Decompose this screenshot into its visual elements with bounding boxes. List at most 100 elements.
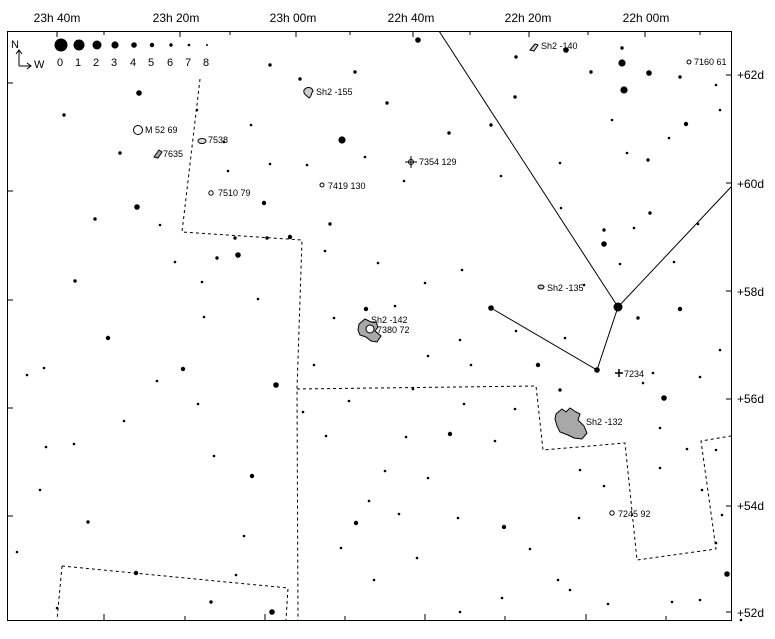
legend-num-8: 8 [203,57,209,69]
star [376,261,380,265]
star [426,476,430,480]
star-field [15,37,743,622]
star [667,136,671,140]
star [528,547,532,551]
star [328,222,332,226]
star [714,83,718,87]
star [200,280,204,284]
nebula-7538: 7538 [197,135,228,145]
star [212,454,216,458]
star [339,546,343,550]
star [501,524,507,530]
nebula-sh2-135: Sh2 -135 [537,283,584,293]
star [582,283,586,287]
chart-frame [7,31,732,621]
star [305,163,309,167]
star [426,354,430,358]
dec-label-52: +52d [737,606,765,620]
star [724,571,730,577]
open-cluster-7419: 7419 130 [319,181,366,191]
open-cluster-7510: 7510 79 [208,188,251,198]
star [513,407,517,411]
star [658,426,662,430]
constellation-boundaries [56,78,732,621]
compass: N W [11,39,45,71]
star [195,108,199,112]
star [720,513,724,517]
star [456,516,460,520]
star [273,382,279,388]
label-sh2-155: Sh2 -155 [316,87,353,97]
star [93,217,97,221]
star [173,260,177,264]
star [670,600,674,604]
star [155,379,159,383]
star [268,162,272,166]
star [265,236,269,240]
star [589,70,593,74]
star [620,46,624,50]
label-7380: 7380 72 [377,325,410,335]
star [646,158,650,162]
star [447,131,451,135]
label-sh2-140: Sh2 -140 [541,41,578,51]
star [714,448,718,452]
star [613,302,623,312]
star [268,63,272,67]
constellation-lines [438,30,732,371]
star [196,402,200,406]
star [136,90,142,96]
star [558,161,562,165]
ra-label-2220: 22h 20m [504,11,552,25]
star [602,484,606,488]
star [363,155,367,159]
star [256,297,260,301]
star [404,435,408,439]
star [514,55,518,59]
star [513,95,517,99]
star [636,316,640,320]
star [353,520,359,526]
nebula-sh2-140: Sh2 -140 [529,41,578,52]
dec-ticks [8,74,732,613]
star [458,610,462,614]
star [641,381,645,385]
star [423,281,427,285]
star [556,578,560,582]
compass-north: N [11,39,19,51]
cluster-7234: 7234 [615,369,644,379]
star [269,609,275,615]
star [353,70,357,74]
star [458,338,462,342]
star [234,573,238,577]
dec-label-58: +58d [737,285,765,299]
open-cluster-7160: 7160 61 [686,57,727,67]
star [683,121,689,127]
star [594,367,600,373]
star [488,305,494,311]
star [415,37,421,43]
star [714,541,718,545]
star [469,363,473,367]
star [698,598,702,602]
star [222,140,226,144]
star [158,223,162,227]
star [646,70,652,76]
ra-label-2300: 23h 00m [269,11,317,25]
star [402,179,406,183]
star [718,348,722,352]
star [610,118,614,122]
star [226,169,230,173]
star [209,600,213,604]
star [499,174,503,178]
star [202,315,206,319]
label-7354: 7354 129 [419,157,457,167]
ra-ticks-bottom [103,614,667,620]
star [411,387,415,391]
star [415,556,419,560]
label-sh2-132: Sh2 -132 [586,417,623,427]
ra-label-2320: 23h 20m [152,11,200,25]
star [312,363,316,367]
star [563,336,567,340]
